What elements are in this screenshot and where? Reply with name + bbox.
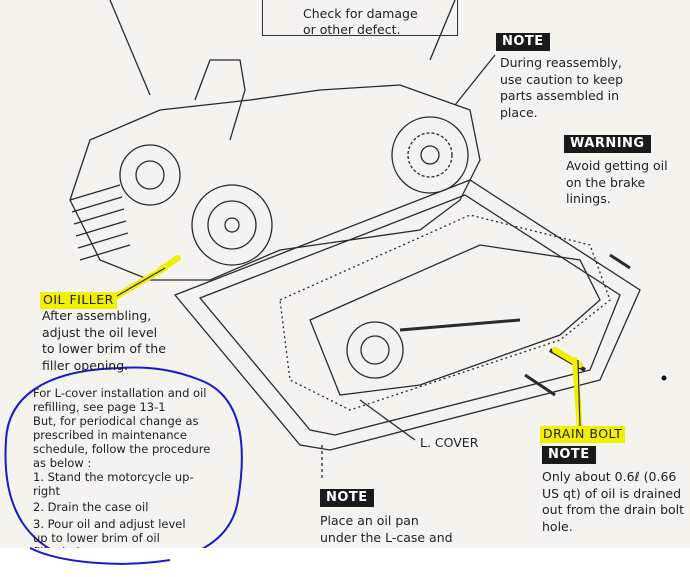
procedure-step-2: 2. Drain the case oil [33, 500, 149, 514]
cylinder-fins [69, 184, 131, 261]
leader-line [429, 0, 456, 61]
check-damage-line2: or other defect. [303, 22, 401, 37]
note-top-tag: NOTE [496, 33, 550, 51]
note-top-text: During reassembly, use caution to keep p… [500, 55, 624, 120]
warning-text: Avoid getting oil on the brake linings. [566, 158, 668, 206]
oil-pan [173, 179, 641, 451]
check-damage-line1: Check for damage [303, 6, 418, 21]
lcover-label: L. COVER [420, 435, 479, 450]
leader-line [109, 0, 151, 96]
crank-case-left [119, 144, 181, 206]
mount-bracket [194, 59, 246, 141]
note-bottom-text: Place an oil pan under the L-case and re… [320, 513, 453, 547]
procedure-step-3: 3. Pour oil and adjust level up to lower… [33, 517, 186, 551]
procedure-intro: For L-cover installation and oil refilli… [33, 386, 211, 470]
oil-filler-text: After assembling, adjust the oil level t… [42, 308, 166, 373]
leader-line [454, 54, 496, 106]
page-bottom-margin [0, 548, 690, 577]
drain-bolt-title: DRAIN BOLT [540, 426, 626, 443]
stray-dot [661, 375, 667, 381]
warning-tag: WARNING [564, 135, 651, 153]
oil-filler-title: OIL FILLER [40, 292, 117, 309]
note-bottom-tag: NOTE [320, 489, 374, 507]
flywheel [191, 184, 273, 266]
drain-bolt-note-text: Only about 0.6ℓ (0.66 US qt) of oil is d… [542, 469, 685, 534]
clutch-gear [346, 321, 404, 379]
leader-line [359, 399, 416, 441]
check-damage-box [262, 0, 458, 36]
procedure-step-1: 1. Stand the motorcycle up- right [33, 470, 194, 498]
drive-gear [391, 116, 469, 194]
lcover-gasket [279, 214, 611, 411]
drain-bolt-note-tag: NOTE [542, 446, 596, 464]
lcover [309, 244, 601, 396]
